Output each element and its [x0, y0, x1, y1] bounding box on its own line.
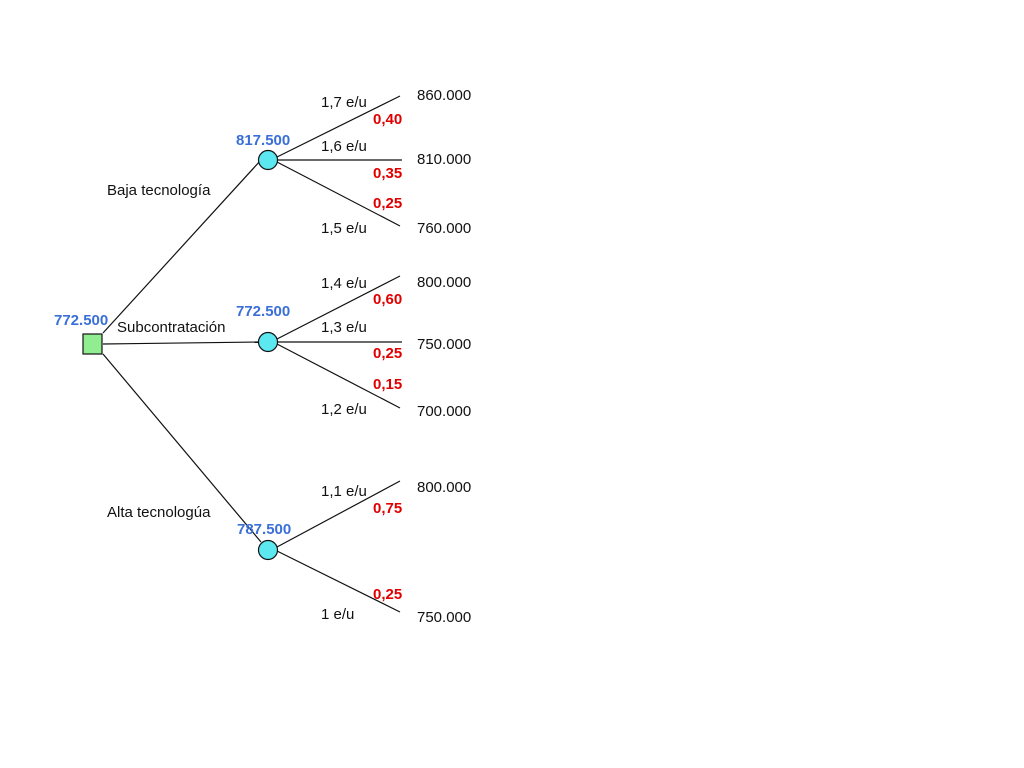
edge-baja-outcome-3 [276, 161, 401, 227]
outcome-label: 1,2 e/u [321, 401, 367, 418]
payoff-value: 750.000 [417, 609, 471, 626]
edge-root-to-subcontratacion [102, 341, 259, 345]
outcome-label: 1,3 e/u [321, 319, 367, 336]
chance-node-subcontratacion [257, 331, 279, 353]
edge-alta-outcome-1 [276, 480, 401, 548]
edge-sub-outcome-3 [276, 343, 401, 409]
probability-label: 0,25 [373, 195, 402, 212]
outcome-label: 1,1 e/u [321, 483, 367, 500]
edge-baja-outcome-1 [276, 95, 401, 158]
branch-label-baja: Baja tecnología [107, 182, 211, 199]
probability-label: 0,35 [373, 165, 402, 182]
payoff-value: 760.000 [417, 220, 471, 237]
probability-label: 0,60 [373, 291, 402, 308]
chance-node-alta [257, 539, 279, 561]
outcome-label: 1,7 e/u [321, 94, 367, 111]
payoff-value: 810.000 [417, 151, 471, 168]
chance-node-baja [257, 149, 279, 171]
branch-label-subcontratacion: Subcontratación [117, 319, 225, 336]
edge-root-to-baja [102, 159, 262, 334]
alta-value: 787.500 [237, 521, 291, 538]
decision-node [82, 333, 103, 355]
branch-label-alta: Alta tecnologúa [107, 504, 211, 521]
edge-alta-outcome-2 [276, 550, 401, 613]
root-value: 772.500 [54, 312, 108, 329]
probability-label: 0,25 [373, 345, 402, 362]
payoff-value: 700.000 [417, 403, 471, 420]
outcome-label: 1,5 e/u [321, 220, 367, 237]
outcome-label: 1,6 e/u [321, 138, 367, 155]
probability-label: 0,15 [373, 376, 402, 393]
edge-root-to-alta [102, 353, 262, 543]
edge-sub-outcome-1 [276, 275, 401, 340]
baja-value: 817.500 [236, 132, 290, 149]
payoff-value: 860.000 [417, 87, 471, 104]
subcontratacion-value: 772.500 [236, 303, 290, 320]
probability-label: 0,40 [373, 111, 402, 128]
outcome-label: 1 e/u [321, 606, 354, 623]
probability-label: 0,25 [373, 586, 402, 603]
payoff-value: 750.000 [417, 336, 471, 353]
outcome-label: 1,4 e/u [321, 275, 367, 292]
probability-label: 0,75 [373, 500, 402, 517]
payoff-value: 800.000 [417, 274, 471, 291]
payoff-value: 800.000 [417, 479, 471, 496]
